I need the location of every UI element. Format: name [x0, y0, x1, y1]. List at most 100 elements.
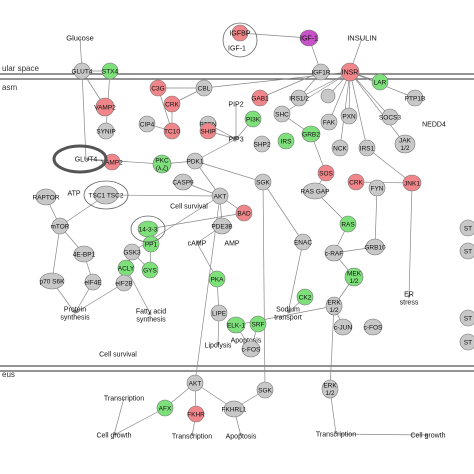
node-enac[interactable]: ENAC	[294, 233, 312, 251]
node-igf1[interactable]: IGF-1	[299, 29, 319, 47]
node-sgk2[interactable]: SGK	[256, 381, 274, 399]
node-transcr3[interactable]: Transcription	[316, 431, 356, 438]
node-ras[interactable]: RAS	[339, 215, 357, 233]
node-igfbp[interactable]: IGFBP	[229, 24, 251, 42]
node-stright3[interactable]: ST	[459, 309, 474, 327]
node-akt2[interactable]: AKT	[186, 374, 204, 392]
node-pka[interactable]: PKA	[208, 270, 226, 288]
node-cbl[interactable]: CBL	[195, 79, 213, 97]
node-fak[interactable]: FAK	[320, 113, 338, 131]
node-insulin[interactable]: INSULIN	[347, 34, 377, 43]
node-camp[interactable]: cAMP	[188, 240, 207, 247]
node-pxn[interactable]: PXN	[340, 107, 358, 125]
node-grb2[interactable]: GRB2	[301, 125, 321, 143]
node-gsk3[interactable]: GSK3	[123, 243, 141, 261]
node-vamp2b[interactable]: VAMP2	[101, 153, 123, 171]
node-cip4[interactable]: CIP4	[138, 115, 156, 133]
node-rasgap[interactable]: RAS GAP	[301, 182, 330, 200]
node-crk1[interactable]: CRK	[163, 95, 181, 113]
node-fkhr[interactable]: FKHR	[187, 405, 205, 423]
node-irs12a[interactable]: IRS1/2	[289, 89, 309, 107]
node-cellgrowth2[interactable]: Cell growth	[410, 432, 445, 439]
node-glut4b[interactable]: GLUT4	[75, 156, 98, 163]
node-insr[interactable]: INSR	[340, 62, 360, 82]
node-lar[interactable]: LAR	[371, 73, 389, 91]
node-jnk1[interactable]: JNK1	[402, 174, 422, 192]
node-p70s6k[interactable]: p70 S6K	[40, 272, 66, 290]
node-pkc[interactable]: PKC(λ,ζ)	[152, 154, 172, 174]
node-igf1r[interactable]: IGF1R	[311, 63, 331, 81]
node-grb10[interactable]: GRB10	[364, 238, 386, 256]
node-cfos2[interactable]: c-FOS	[242, 340, 261, 358]
node-srf[interactable]: SRF	[249, 315, 267, 333]
node-eif4e[interactable]: eIF4E	[84, 273, 102, 291]
node-pip3[interactable]: PIP3	[228, 136, 243, 143]
node-lipe[interactable]: LIPE	[210, 304, 228, 322]
node-socs3[interactable]: SOCS3	[379, 108, 401, 126]
node-pip2[interactable]: PIP2	[228, 101, 243, 108]
node-acly[interactable]: ACLY	[117, 259, 135, 277]
node-nck[interactable]: NCK	[331, 139, 349, 157]
node-gys[interactable]: GYS	[141, 261, 159, 279]
node-akt1[interactable]: AKT	[211, 187, 229, 205]
node-pde3b[interactable]: PDE3B	[211, 217, 233, 235]
node-apoptosis2[interactable]: Apoptosis	[226, 433, 257, 440]
node-irs1[interactable]: IRS1	[358, 139, 376, 157]
node-shp2[interactable]: SHP2	[254, 135, 271, 153]
node-ptp1b[interactable]: PTP1B	[405, 89, 426, 107]
node-ck2[interactable]: CK2	[296, 288, 314, 306]
node-cellsurv2[interactable]: Cell survival	[99, 351, 137, 358]
node-sos[interactable]: SOS	[317, 164, 335, 182]
node-glucose[interactable]: Glucose	[66, 34, 94, 43]
node-apoptosis1[interactable]: Apoptosis	[231, 337, 262, 344]
node-stx4[interactable]: STX4	[101, 62, 119, 80]
node-glut4a[interactable]: GLUT4	[72, 62, 93, 80]
node-atp[interactable]: ATP	[67, 190, 80, 197]
node-raptor[interactable]: RAPTOR	[33, 188, 60, 206]
node-stright1[interactable]: ST	[459, 219, 474, 237]
node-p1433[interactable]: 14-3-3	[137, 220, 159, 238]
node-crk2[interactable]: CRK	[347, 173, 365, 191]
node-eif2b[interactable]: eIF2B	[115, 274, 133, 292]
node-pp1[interactable]: PP1	[142, 235, 160, 253]
node-gab1[interactable]: GAB1	[251, 89, 269, 107]
node-cjun[interactable]: c-JUN	[333, 318, 352, 336]
node-transcr1[interactable]: Transcription	[104, 395, 144, 402]
node-cellsurv1[interactable]: Cell survival	[170, 203, 208, 210]
node-vamp2a[interactable]: VAMP2	[94, 97, 116, 117]
node-transcr2[interactable]: Transcription	[172, 433, 212, 440]
node-stright4[interactable]: ST	[459, 333, 474, 351]
node-casp9[interactable]: CASP9	[172, 173, 194, 191]
node-amp[interactable]: AMP	[224, 240, 240, 247]
node-bad[interactable]: BAD	[235, 204, 253, 222]
node-elk1[interactable]: ELK-1	[226, 316, 245, 334]
node-synip[interactable]: SYNIP	[96, 122, 116, 140]
node-tc10[interactable]: TC10	[163, 122, 180, 140]
node-shc[interactable]: SHC	[273, 105, 291, 123]
node-igf1c[interactable]: IGF-1	[228, 45, 246, 52]
node-pi3k[interactable]: PI3K	[244, 110, 262, 128]
node-fyn[interactable]: FYN	[368, 179, 386, 197]
node-c3g[interactable]: C3G	[149, 79, 167, 97]
node-fkhrl1[interactable]: FKHRL1	[222, 400, 247, 418]
node-mtor[interactable]: mTOR	[50, 217, 70, 235]
node-lipolysis[interactable]: Lipolysis	[205, 342, 232, 349]
node-tsc1tsc2[interactable]: TSC1 TSC2	[89, 185, 124, 205]
node-cfos1[interactable]: c-FOS	[364, 318, 383, 336]
node-ebp1[interactable]: 4E-BP1	[73, 245, 96, 263]
node-cellgrowth1[interactable]: Cell growth	[96, 432, 131, 439]
node-stright2[interactable]: ST	[459, 242, 474, 260]
node-nedd4[interactable]: NEDD4	[422, 121, 446, 128]
node-appl1[interactable]	[0, 0, 336, 104]
node-pdk1[interactable]: PDK1	[187, 152, 204, 170]
node-afx[interactable]: AFX	[156, 399, 174, 417]
node-irs[interactable]: IRS	[277, 132, 295, 150]
